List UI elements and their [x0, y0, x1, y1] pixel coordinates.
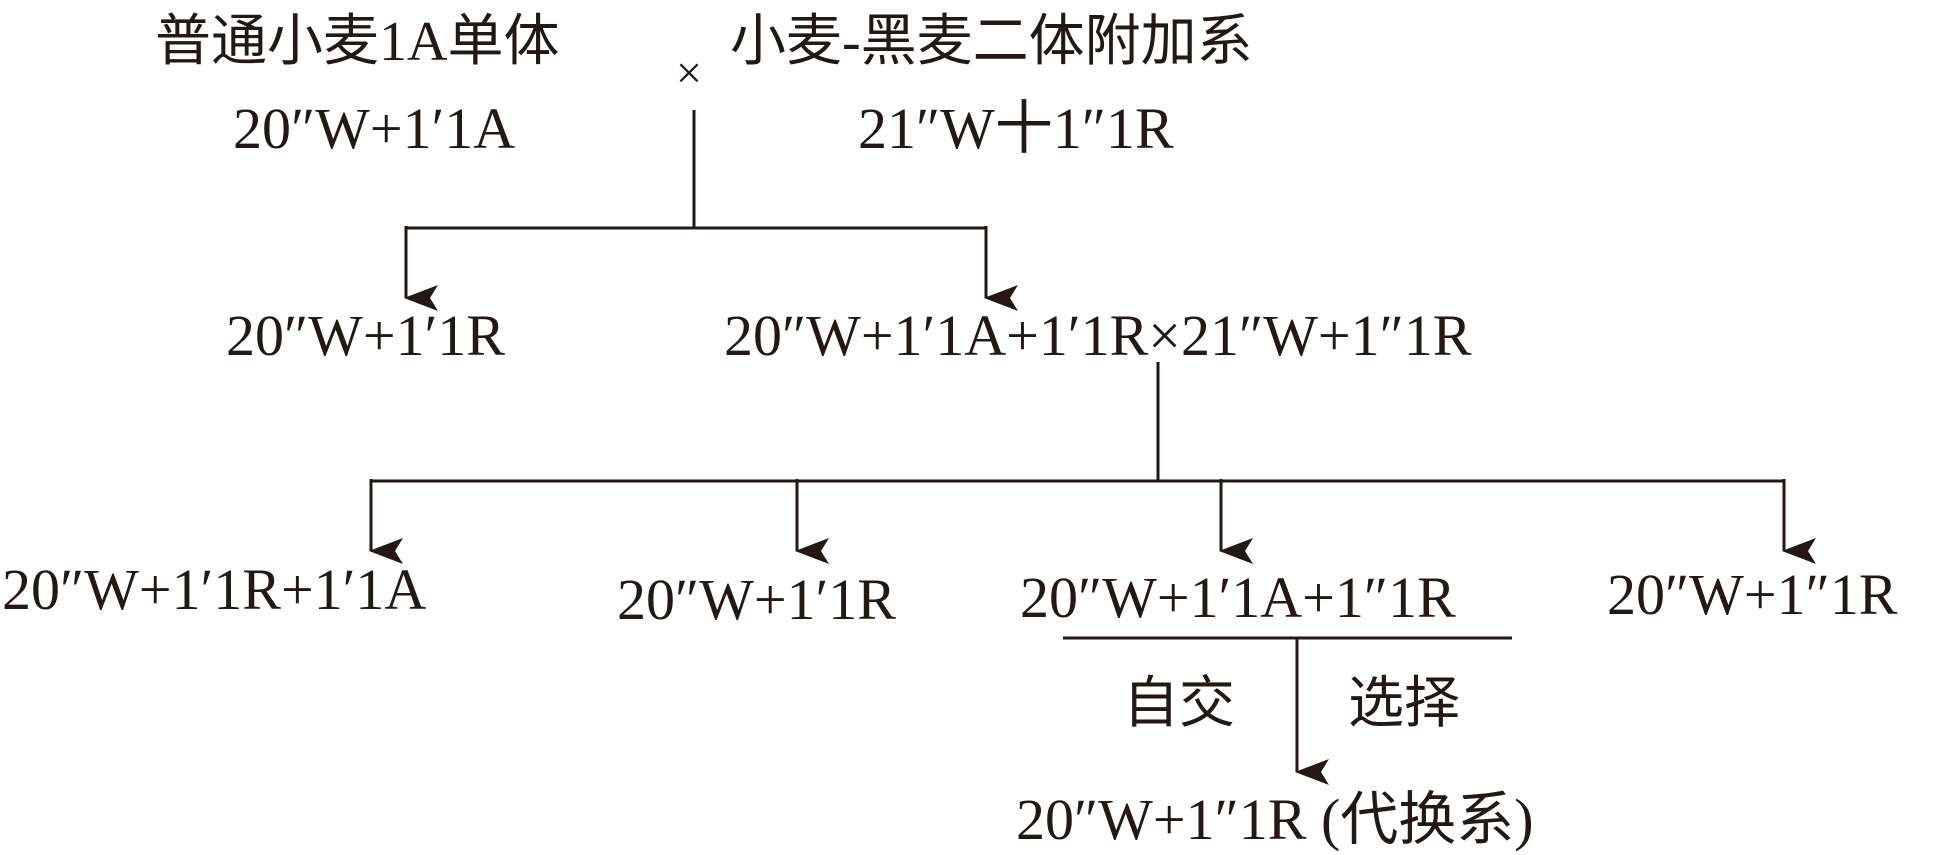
- selfing-label: 自交: [1123, 673, 1235, 735]
- f1-left-genotype: 20″W+1′1R: [226, 303, 505, 368]
- f1-right-genotype: 20″W+1′1A+1′1R×21″W+1″1R: [724, 303, 1472, 368]
- cross-symbol: ×: [676, 47, 702, 98]
- f2-genotype-3: 20″W+1′1A+1″1R: [1020, 565, 1456, 630]
- f2-genotype-2: 20″W+1′1R: [617, 567, 896, 632]
- left-parent-name: 普通小麦1A单体: [155, 11, 560, 73]
- f2-genotype-1: 20″W+1′1R+1′1A: [2, 557, 427, 622]
- f2-genotype-4: 20″W+1″1R: [1607, 562, 1898, 627]
- right-parent-name: 小麦-黑麦二体附加系: [730, 11, 1253, 73]
- selection-label: 选择: [1348, 673, 1460, 735]
- substitution-line-result: 20″W+1″1R (代换系): [1016, 787, 1534, 852]
- right-parent-formula: 21″W十1″1R: [858, 96, 1174, 161]
- left-parent-formula: 20″W+1′1A: [233, 96, 516, 161]
